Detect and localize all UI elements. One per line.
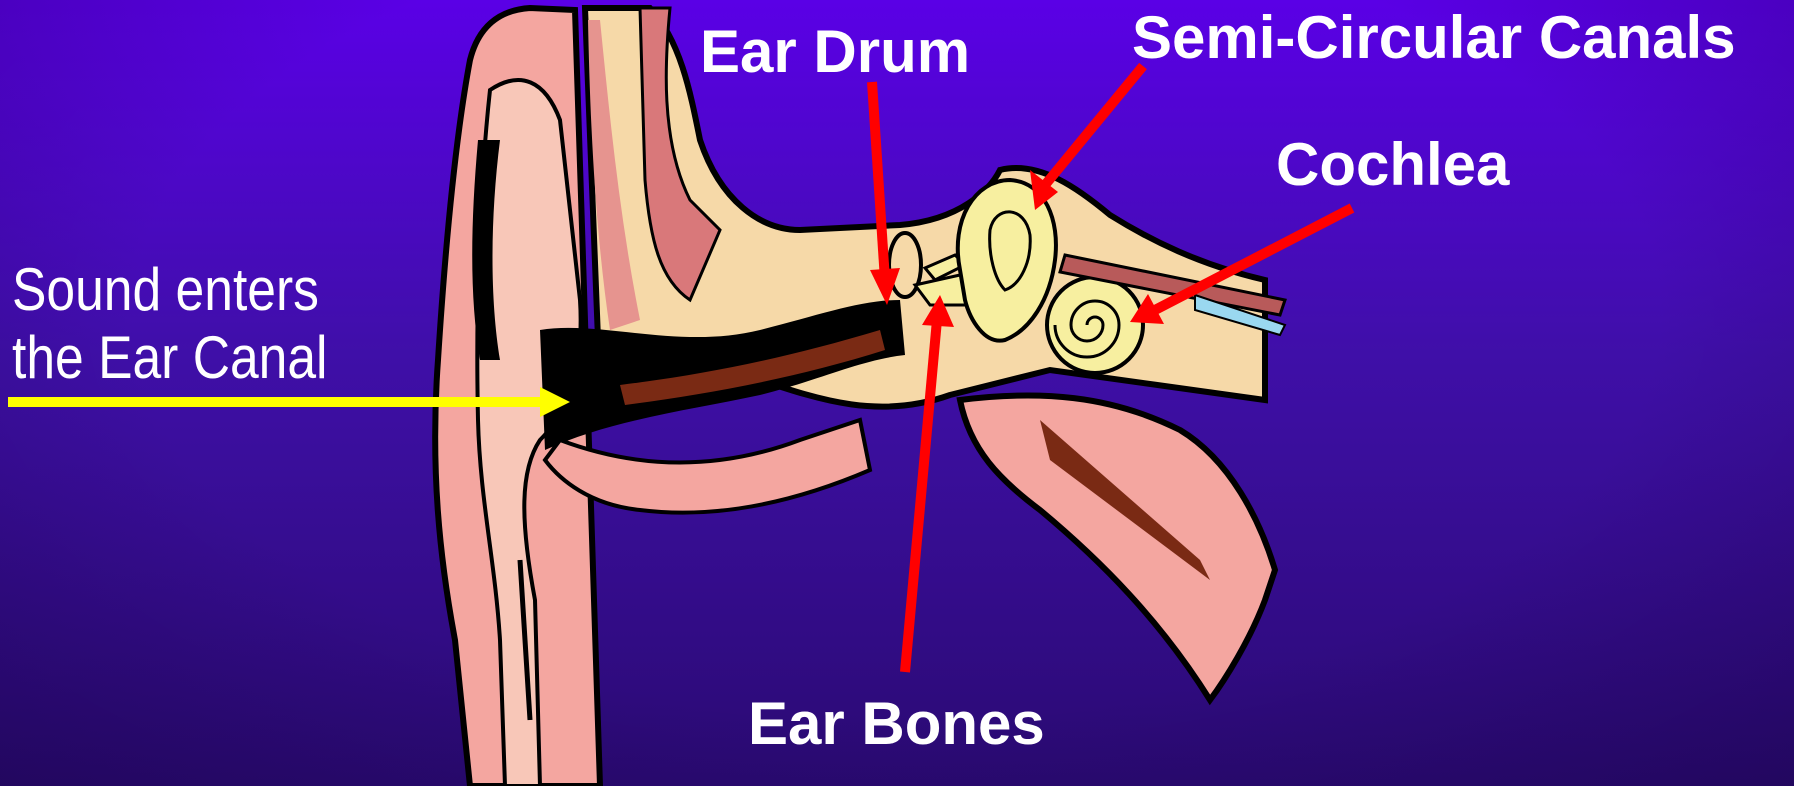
lower-tissue (960, 395, 1275, 700)
ear-drum-label: Ear Drum (700, 22, 970, 82)
cochlea (1047, 277, 1143, 373)
ear-bones-label: Ear Bones (748, 694, 1045, 754)
sound-enters-label: Sound enters the Ear Canal (12, 256, 328, 392)
semi-circular-canals-label: Semi-Circular Canals (1132, 8, 1736, 68)
sound-label-line-2: the Ear Canal (12, 324, 328, 392)
cochlea-label: Cochlea (1276, 135, 1509, 195)
semi-circular-canals-arrow (1030, 66, 1143, 210)
sound-label-line-1: Sound enters (12, 256, 328, 324)
ear-drum-arrow (870, 82, 900, 305)
